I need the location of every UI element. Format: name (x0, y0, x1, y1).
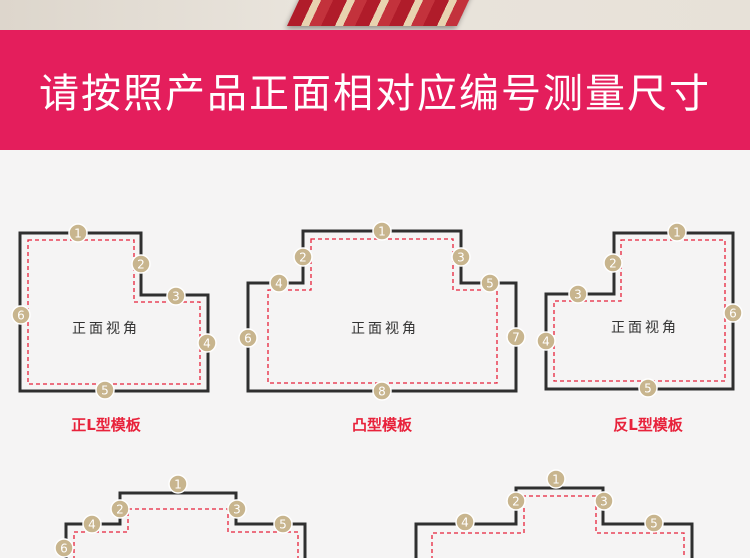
banner-title: 请按照产品正面相对应编号测量尺寸 (39, 71, 711, 117)
svg-text:6: 6 (729, 307, 737, 321)
measure-badge: 5 (638, 378, 658, 398)
measure-badge: 2 (293, 247, 313, 267)
measure-badge: 2 (110, 499, 130, 519)
header-banner: 请按照产品正面相对应编号测量尺寸 (0, 30, 750, 150)
svg-text:6: 6 (244, 332, 252, 346)
template-name-reverse-l: 反L型模板 (613, 416, 683, 434)
view-label: 正面视角 (351, 321, 419, 337)
shape-outline (544, 231, 735, 391)
rug-photo (286, 0, 484, 26)
template-name-normal-l: 正L型模板 (71, 416, 141, 434)
svg-text:7: 7 (512, 331, 520, 345)
shape-outline (246, 229, 518, 393)
measure-badge: 4 (536, 331, 556, 351)
svg-text:1: 1 (673, 226, 681, 240)
svg-text:4: 4 (88, 518, 96, 532)
view-label: 正面视角 (72, 321, 140, 337)
diagram-reverse-l: 正面视角 1 2 3 4 5 6 (536, 222, 743, 398)
svg-text:5: 5 (650, 517, 658, 531)
measure-badge: 4 (197, 333, 217, 353)
measure-badge: 5 (273, 514, 293, 534)
svg-text:3: 3 (233, 503, 241, 517)
measure-guide (27, 239, 201, 385)
measure-badge: 6 (11, 305, 31, 325)
svg-text:4: 4 (461, 516, 469, 530)
svg-text:4: 4 (542, 335, 550, 349)
svg-text:2: 2 (512, 495, 520, 509)
svg-text:3: 3 (574, 288, 582, 302)
svg-text:1: 1 (174, 478, 182, 492)
measure-badge: 1 (68, 223, 88, 243)
svg-text:5: 5 (644, 382, 652, 396)
measure-badge: 2 (603, 253, 623, 273)
measure-badge: 1 (546, 469, 566, 489)
measure-badge: 3 (166, 286, 186, 306)
measure-badge: 6 (54, 538, 74, 558)
svg-text:8: 8 (378, 385, 386, 399)
measure-guide (73, 508, 299, 558)
measure-badge: 6 (238, 328, 258, 348)
diagram-stepped: 1 2 3 4 5 (414, 469, 694, 558)
svg-text:6: 6 (17, 309, 25, 323)
diagram-double-step: 1 2 3 4 5 6 (54, 474, 307, 558)
measure-badge: 3 (451, 247, 471, 267)
measure-badge: 2 (131, 254, 151, 274)
diagram-area: 正面视角 1 2 3 4 5 6 正面视角 1 2 3 4 5 6 7 8 正面… (11, 221, 743, 558)
measure-badge: 1 (667, 222, 687, 242)
measure-badge: 4 (455, 512, 475, 532)
measure-badge: 4 (269, 273, 289, 293)
svg-text:1: 1 (378, 225, 386, 239)
measure-badge: 1 (168, 474, 188, 494)
svg-text:5: 5 (279, 518, 287, 532)
product-photo-strip (0, 0, 750, 30)
shape-outline (18, 231, 210, 393)
svg-text:4: 4 (275, 277, 283, 291)
measure-badge: 7 (506, 327, 526, 347)
measure-badge: 3 (594, 491, 614, 511)
svg-text:3: 3 (600, 495, 608, 509)
svg-text:2: 2 (299, 251, 307, 265)
measure-badge: 1 (372, 221, 392, 241)
svg-text:1: 1 (74, 227, 82, 241)
measure-badge: 5 (480, 273, 500, 293)
svg-text:2: 2 (116, 503, 124, 517)
measure-badge: 5 (644, 513, 664, 533)
svg-text:6: 6 (60, 542, 68, 556)
svg-text:2: 2 (137, 258, 145, 272)
measure-badge: 4 (82, 514, 102, 534)
view-label: 正面视角 (611, 320, 679, 336)
measure-badge: 2 (506, 491, 526, 511)
svg-text:3: 3 (172, 290, 180, 304)
measure-guide (431, 495, 685, 558)
measure-guide (553, 239, 726, 382)
svg-text:2: 2 (609, 257, 617, 271)
measure-badge: 6 (723, 303, 743, 323)
svg-text:5: 5 (101, 384, 109, 398)
measure-badge: 5 (95, 380, 115, 400)
svg-text:5: 5 (486, 277, 494, 291)
diagram-normal-l: 正面视角 1 2 3 4 5 6 (11, 223, 217, 400)
measure-badge: 3 (227, 499, 247, 519)
template-name-convex: 凸型模板 (351, 416, 413, 434)
diagram-convex: 正面视角 1 2 3 4 5 6 7 8 (238, 221, 526, 401)
measure-guide (267, 238, 498, 384)
measure-badge: 8 (372, 381, 392, 401)
svg-text:1: 1 (552, 473, 560, 487)
measure-badge: 3 (568, 284, 588, 304)
svg-text:4: 4 (203, 337, 211, 351)
shape-outline (64, 491, 307, 558)
svg-text:3: 3 (457, 251, 465, 265)
